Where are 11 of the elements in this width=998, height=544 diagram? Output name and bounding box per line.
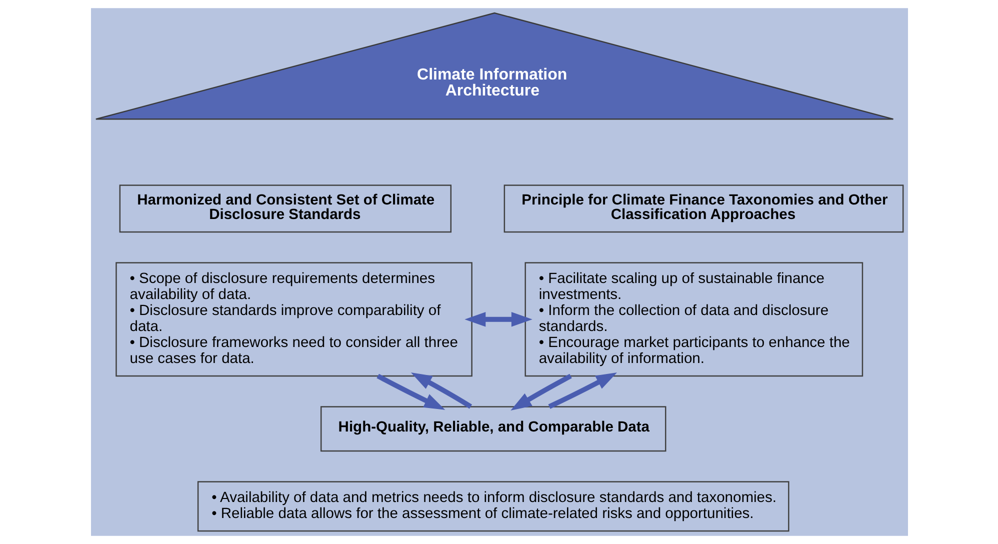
node-box: Principle for Climate Finance Taxonomies and Other Classification Approaches: [503, 184, 904, 233]
arrow: [410, 372, 472, 409]
arrow: [464, 312, 532, 327]
node-box: • Availability of data and metrics needs to inform disclosure standards and taxonomies. • Reliable data allows for the assessment of climate-related risks and opportunities.: [196, 481, 789, 532]
node-box: Harmonized and Consistent Set of Climate Disclosure Standards: [118, 184, 452, 233]
arrow: [548, 372, 616, 409]
node-box: High-Quality, Reliable, and Comparable Data: [320, 406, 666, 452]
node-box: • Scope of disclosure requirements determines availability of data. • Disclosure standards improve comparability of data. • Disclosure frameworks need to consider all three use cases for data.: [115, 262, 472, 377]
arrow: [510, 374, 572, 410]
node-box: • Facilitate scaling up of sustainable finance investments. • Inform the collection of data and disclosure standards. • Encourage market participants to enhance the availability of information.: [524, 262, 863, 377]
arrow: [376, 374, 445, 410]
